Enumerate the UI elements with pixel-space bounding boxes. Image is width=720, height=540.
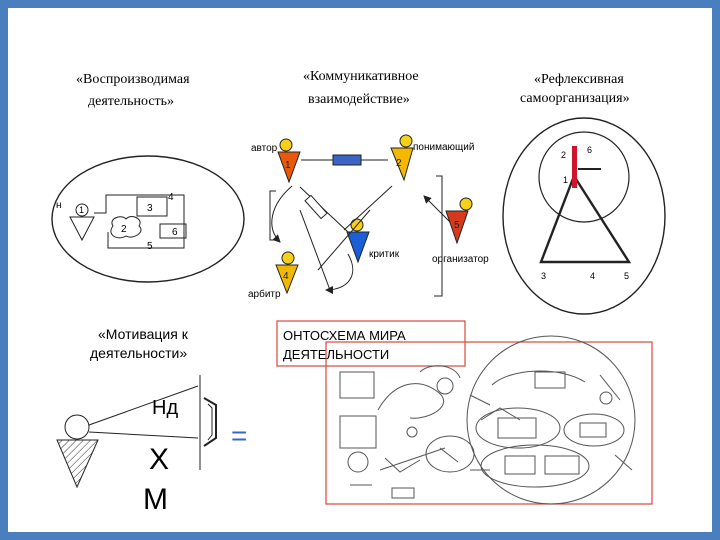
label-two: 2: [121, 224, 127, 235]
understanding-figure-icon: [390, 147, 414, 182]
organizer-figure-icon: [445, 210, 469, 245]
reproducible-scheme: н 1 3 4 2 6 5: [51, 155, 245, 283]
organizer-bracket: [434, 175, 443, 297]
heading-line: «Воспроизводимая: [76, 72, 190, 87]
text-block-icon: [304, 194, 328, 220]
heading-line: «Рефлексивная: [534, 72, 624, 87]
organizer-arrow: [423, 195, 451, 223]
label-six: 6: [172, 227, 178, 238]
label-four: 4: [168, 192, 174, 203]
ontoscheme-picture-frame: [325, 341, 653, 505]
reflexive-scheme: 2 6 1 3 4 5: [502, 117, 666, 315]
author-bracket: [269, 190, 276, 241]
ontoscheme: ОНТОСХЕМА МИРА ДЕЯТЕЛЬНОСТИ: [276, 320, 653, 505]
heading-reflexive: «Рефлексивная самоорганизация»: [520, 72, 630, 106]
ray-upper: [88, 385, 199, 426]
label-two: 2: [561, 150, 566, 160]
label-understanding-number: 2: [396, 158, 402, 169]
communicative-scheme: автор понимающий критик организатор арби…: [248, 134, 489, 300]
diagram-canvas: «Воспроизводимая деятельность» «Коммуник…: [51, 69, 666, 516]
label-arbiter-number: 4: [283, 271, 289, 282]
process-flow-line: [94, 194, 185, 249]
motivation-figure-icon: [56, 439, 99, 489]
role-author: автор: [251, 143, 278, 154]
author-head-icon: [279, 138, 293, 152]
label-five: 5: [624, 271, 629, 281]
ontoscheme-title-box: [276, 320, 466, 367]
author-arbiter-arrow: [271, 185, 293, 243]
label-three: 3: [147, 203, 153, 214]
label-organizer-number: 5: [454, 220, 460, 231]
label-m: М: [143, 483, 168, 516]
heading-line: деятельности»: [90, 345, 187, 361]
label-four: 4: [590, 271, 595, 281]
reproducible-oval: [51, 155, 245, 283]
ray-lower: [88, 431, 199, 439]
heading-reproducible: «Воспроизводимая деятельность»: [76, 72, 190, 109]
arbiter-head-icon: [281, 251, 295, 265]
figure-body-icon: [69, 216, 95, 242]
critic-arbiter-arrow: [325, 253, 354, 294]
ontoscheme-title-line: ОНТОСХЕМА МИРА: [283, 328, 406, 343]
organizer-head-icon: [459, 197, 473, 211]
cloud-two-icon: [110, 216, 142, 239]
reflexive-inner-circle: [538, 131, 630, 223]
head-icon: [75, 203, 89, 217]
block-six: [159, 223, 187, 239]
label-one: 1: [79, 205, 84, 215]
label-n: н: [56, 200, 62, 211]
role-understanding: понимающий: [413, 142, 474, 153]
label-three: 3: [541, 271, 546, 281]
ontoscheme-title-line: ДЕЯТЕЛЬНОСТИ: [283, 347, 389, 362]
label-author-number: 1: [285, 160, 291, 171]
slide: «Воспроизводимая деятельность» «Коммуник…: [8, 8, 712, 532]
label-x: Х: [149, 443, 169, 476]
critic-figure-icon: [346, 231, 370, 264]
ontoscheme-sketch: [339, 335, 636, 505]
heading-line: взаимодействие»: [308, 92, 410, 107]
motivation-bracket: [203, 397, 217, 447]
label-five: 5: [147, 241, 153, 252]
heading-communicative: «Коммуникативное взаимодействие»: [303, 69, 419, 107]
reflexive-marker: [572, 146, 577, 188]
message-block: [332, 154, 362, 166]
heading-line: «Мотивация к: [98, 326, 189, 342]
motivation-bracket-inner: [207, 403, 213, 441]
label-nd: Нд: [152, 397, 178, 419]
heading-line: «Коммуникативное: [303, 69, 419, 84]
motivation-head-icon: [64, 414, 90, 440]
block-three: [136, 196, 168, 217]
label-one: 1: [563, 175, 568, 185]
heading-line: деятельность»: [88, 94, 174, 109]
motivation-scheme: «Мотивация к деятельности» Нд Х М =: [56, 326, 247, 516]
reflexive-triangle: [539, 173, 632, 264]
role-arbiter: арбитр: [248, 288, 281, 300]
author-figure-icon: [277, 151, 301, 184]
reflexive-outer-oval: [502, 117, 666, 315]
heading-line: самоорганизация»: [520, 91, 630, 106]
understanding-head-icon: [399, 134, 413, 148]
role-organizer: организатор: [432, 254, 489, 265]
role-critic: критик: [369, 249, 400, 260]
cross-link-b: [317, 209, 371, 271]
arbiter-figure-icon: [275, 264, 299, 295]
understanding-critic-link: [343, 185, 393, 231]
equals-sign: =: [231, 420, 247, 451]
label-six: 6: [587, 145, 592, 155]
cross-link-a: [299, 209, 331, 291]
